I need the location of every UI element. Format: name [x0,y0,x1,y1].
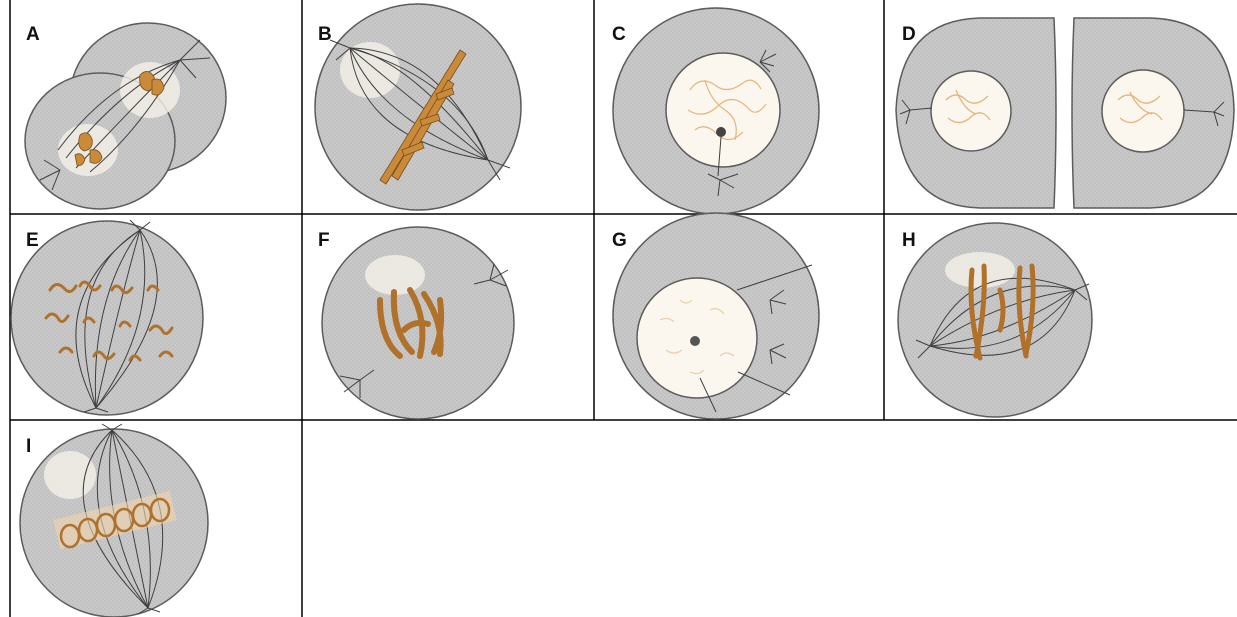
centrosome [690,336,700,346]
panel-label: A [26,24,40,45]
cell-metaphase-plate [20,424,208,617]
panel-c: C [612,8,819,214]
panel-g: G [612,213,819,419]
cell-anaphase [898,223,1092,417]
nucleus [666,53,780,167]
panel-label: D [902,24,916,45]
panel-label: B [318,24,332,45]
cell-early-prophase [613,213,819,419]
panel-a: A [25,23,226,209]
centrosome [716,127,726,137]
cell-prophase [322,227,514,419]
cell-prometaphase [11,220,203,415]
cell-metaphase [315,4,521,210]
daughter-cell-left [896,18,1056,208]
nucleus [1102,70,1184,152]
panel-label: I [26,436,31,457]
panel-label: G [612,230,627,251]
daughter-cell-right [1072,18,1234,208]
panel-label: F [318,230,330,251]
panel-f: F [318,227,514,419]
panel-i: I [20,424,208,617]
panel-b: B [315,4,521,210]
panel-h: H [898,223,1092,417]
cell-telophase [25,23,226,209]
panel-d: D [896,18,1234,208]
panel-label: E [26,230,39,251]
panel-label: H [902,230,916,251]
cell-interphase [613,8,819,214]
panel-e: E [11,220,203,415]
panel-label: C [612,24,626,45]
